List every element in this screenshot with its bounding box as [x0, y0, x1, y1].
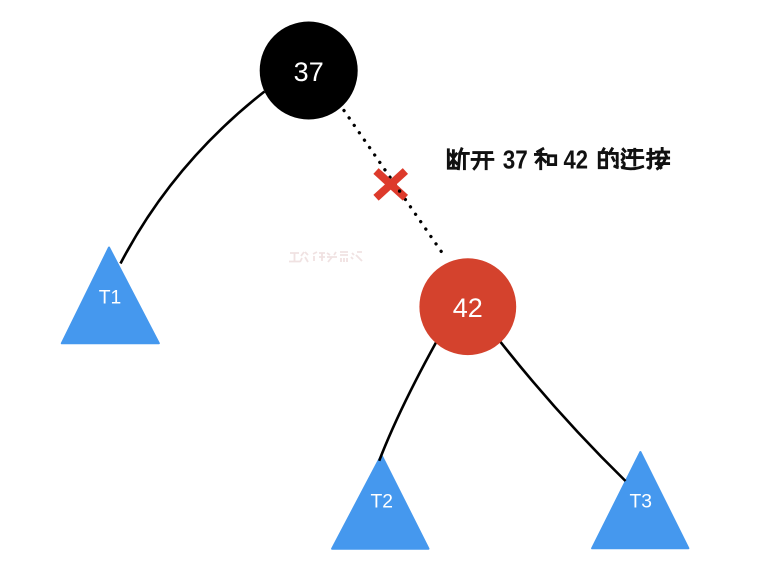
- svg-text:37: 37: [294, 57, 324, 87]
- svg-text:T1: T1: [99, 287, 122, 308]
- svg-text:T3: T3: [630, 492, 653, 513]
- svg-text:T2: T2: [371, 492, 394, 513]
- svg-text:42: 42: [564, 145, 589, 175]
- svg-text:37: 37: [503, 145, 528, 175]
- svg-text:42: 42: [453, 293, 483, 323]
